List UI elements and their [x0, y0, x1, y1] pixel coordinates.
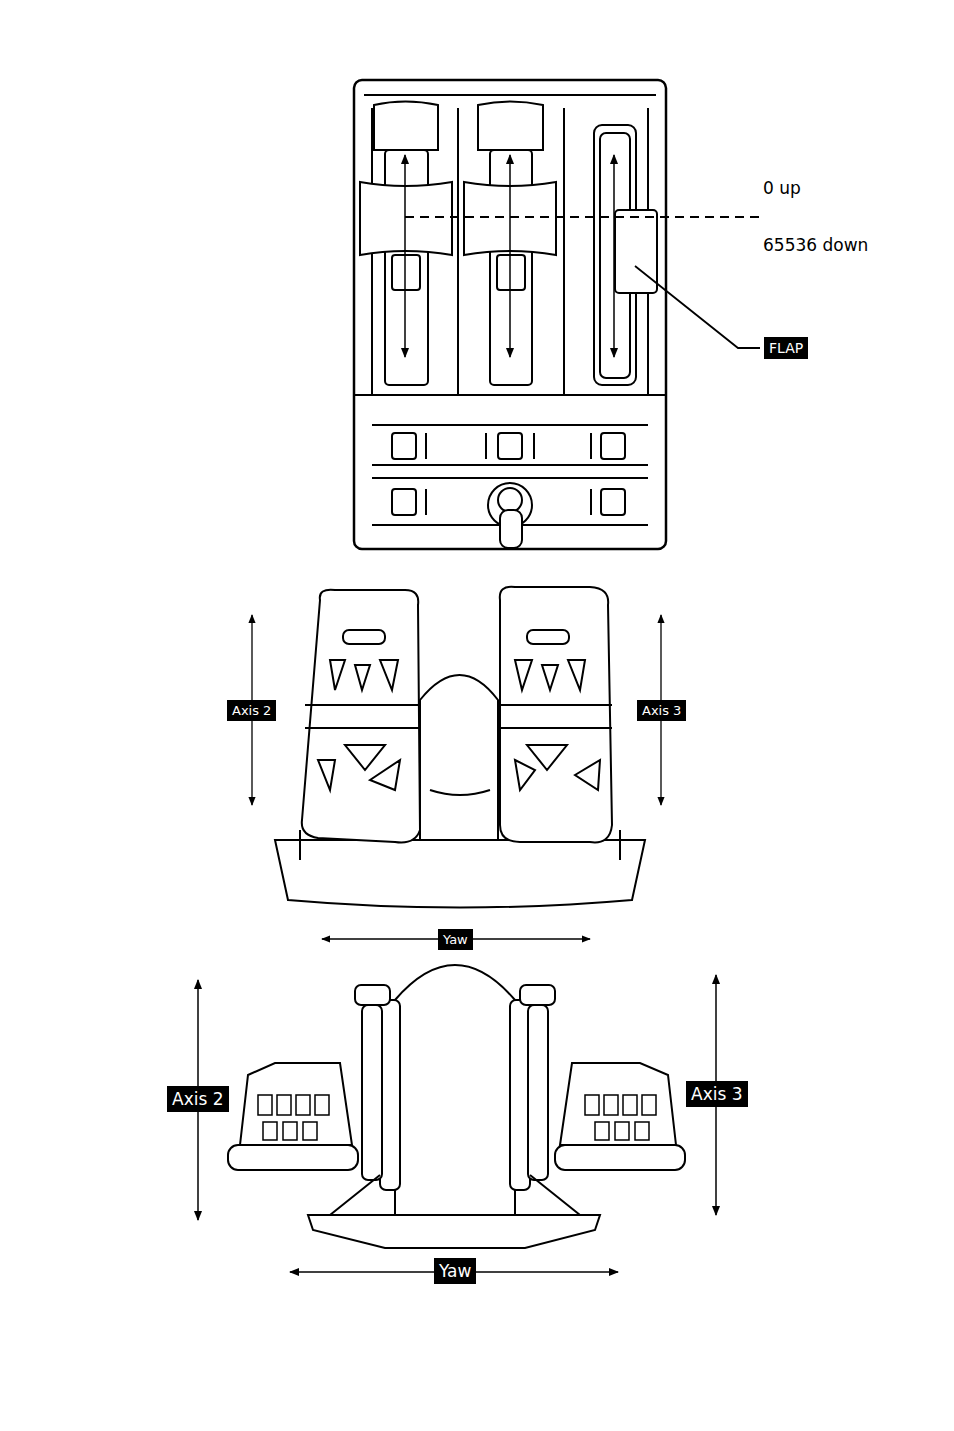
axis-label: Axis 3 [642, 703, 681, 718]
axis-label-box: Axis 2 [167, 1086, 229, 1112]
axis-label-box: Axis 3 [686, 1081, 748, 1107]
axis-label-box: Axis 2 [227, 700, 276, 721]
axis-value-label: 65536 down [763, 235, 868, 255]
axis-label: Axis 2 [232, 703, 271, 718]
axis-label: Axis 3 [691, 1084, 743, 1104]
axis-label-box: Axis 3 [637, 700, 686, 721]
axis-label-box: FLAP [764, 337, 808, 359]
axis-value-label: 0 up [763, 178, 801, 198]
axis-label: Yaw [443, 932, 468, 947]
axis-label: Yaw [439, 1261, 471, 1281]
axis-label-box: Yaw [438, 929, 473, 950]
axis-label: Axis 2 [172, 1089, 224, 1109]
axis-label-box: Yaw [434, 1258, 476, 1284]
axis-label: FLAP [769, 340, 803, 356]
